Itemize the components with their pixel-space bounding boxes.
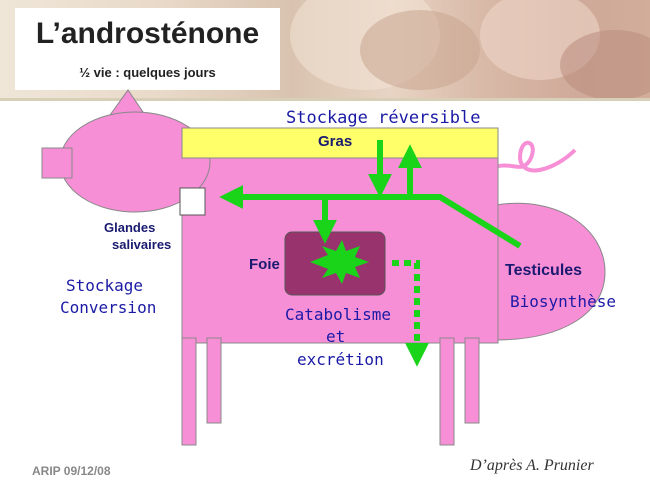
label-catabolisme: Catabolisme [285, 305, 391, 324]
pig-snout [42, 148, 72, 178]
pig-leg [207, 338, 221, 423]
label-excretion: excrétion [297, 350, 384, 369]
pig-ear [110, 90, 143, 115]
label-et: et [326, 327, 345, 346]
label-foie: Foie [249, 256, 280, 273]
footer-date: ARIP 09/12/08 [32, 464, 111, 478]
pig-leg [465, 338, 479, 423]
label-biosynthese: Biosynthèse [510, 292, 616, 311]
pig-tail [490, 143, 575, 171]
pig-leg [440, 338, 454, 445]
label-glandes: Glandes [104, 220, 155, 235]
salivary-gland-box [180, 188, 205, 215]
label-stockage-reversible: Stockage réversible [286, 108, 480, 128]
label-salivaires: salivaires [112, 237, 171, 252]
label-conversion: Conversion [60, 298, 156, 317]
label-gras: Gras [318, 133, 352, 150]
label-stockage: Stockage [66, 276, 143, 295]
label-testicules: Testicules [505, 262, 582, 280]
pig-leg [182, 338, 196, 445]
footer-credit: D’après A. Prunier [470, 457, 594, 475]
